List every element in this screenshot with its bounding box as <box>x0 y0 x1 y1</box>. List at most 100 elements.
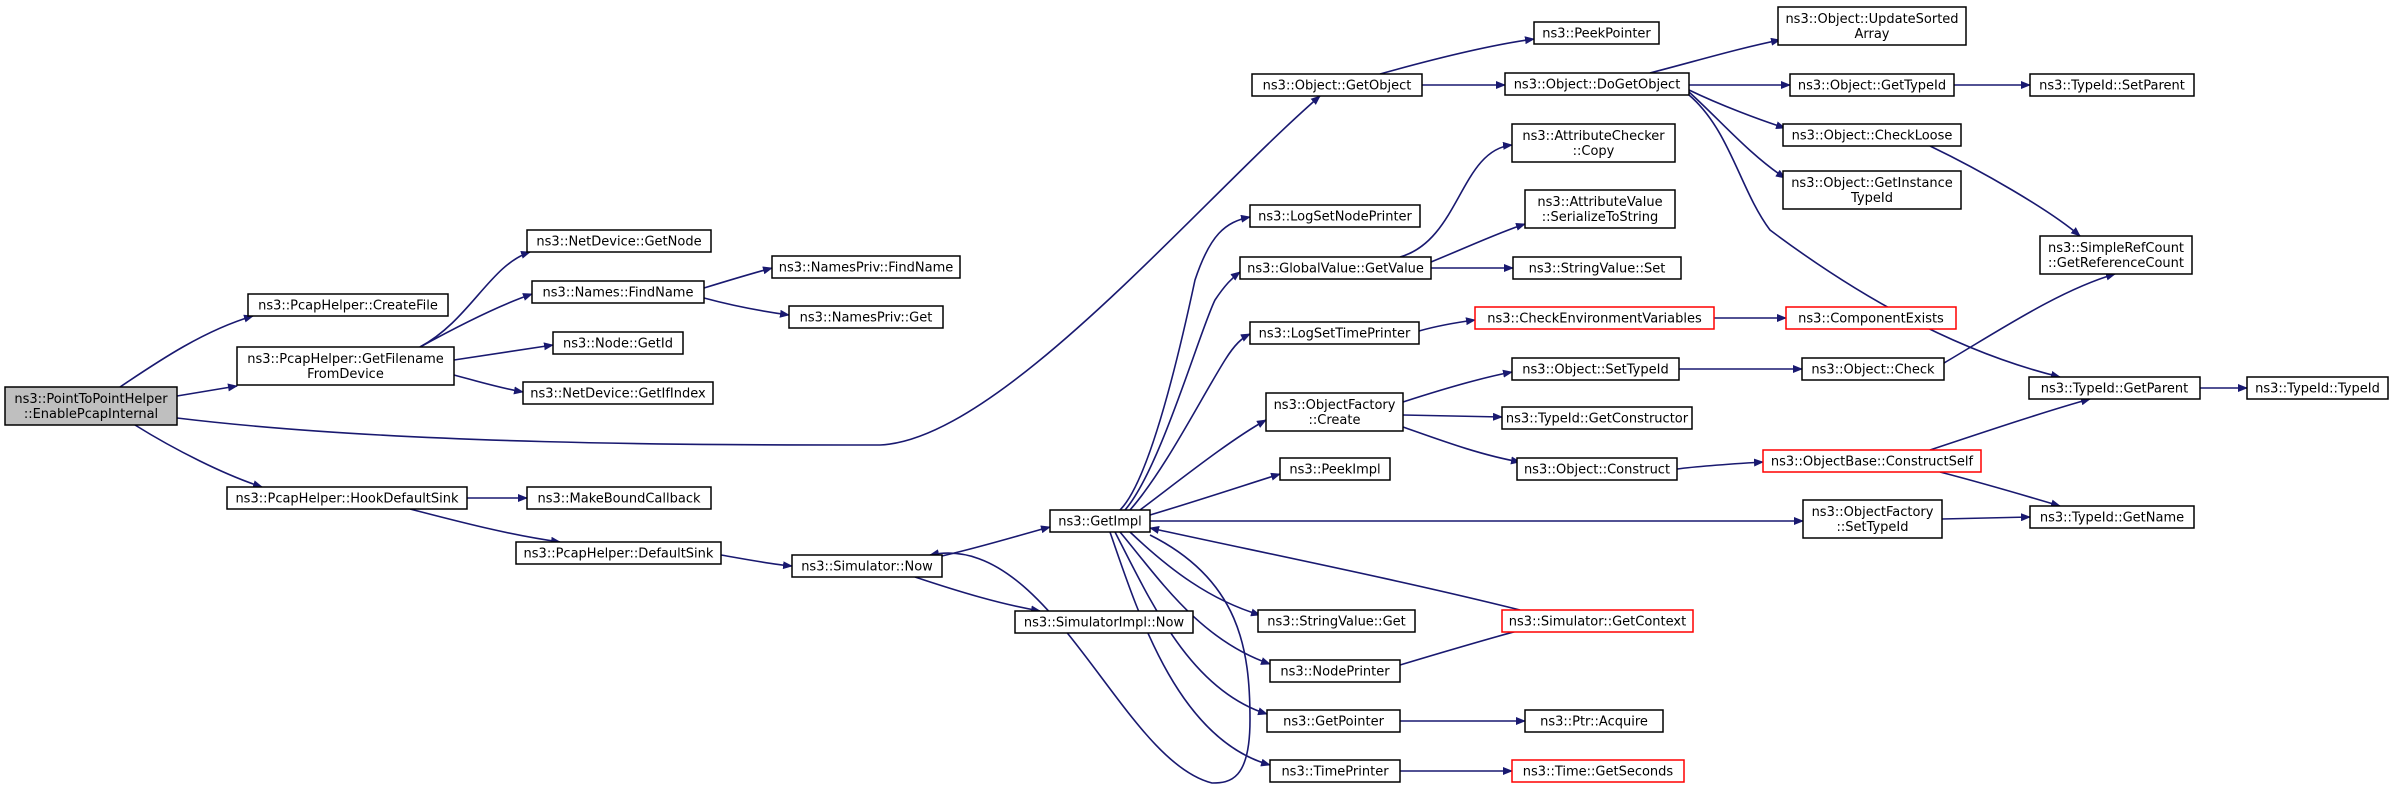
edge-getimpl-to-logsettimeprinter <box>1129 333 1251 511</box>
node-object_dogetobject[interactable]: ns3::Object::DoGetObject <box>1504 72 1690 96</box>
node-box <box>236 346 455 386</box>
node-label: ns3::Simulator::GetContext <box>1509 615 1686 630</box>
node-typeid_getname[interactable]: ns3::TypeId::GetName <box>2029 505 2195 529</box>
node-box <box>1249 204 1421 228</box>
node-box <box>526 486 712 510</box>
edge-getimpl-to-timeprinter <box>1109 531 1271 767</box>
node-namespriv_findname[interactable]: ns3::NamesPriv::FindName <box>771 255 961 279</box>
node-stringvalue_set[interactable]: ns3::StringValue::Set <box>1512 256 1682 280</box>
node-box <box>1511 123 1676 163</box>
node-box <box>226 486 468 510</box>
node-box <box>1269 659 1401 683</box>
node-label: ns3::Object::GetObject <box>1263 79 1412 94</box>
node-object_settypeid[interactable]: ns3::Object::SetTypeId <box>1511 357 1680 381</box>
node-logsetnodeprinter[interactable]: ns3::LogSetNodePrinter <box>1249 204 1421 228</box>
node-label: ns3::Time::GetSeconds <box>1523 765 1674 780</box>
edge-object_dogetobject-to-object_checkloose <box>1688 89 1786 130</box>
node-componentexists[interactable]: ns3::ComponentExists <box>1785 306 1957 330</box>
node-attributevalue_serialize[interactable]: ns3::AttributeValue::SerializeToString <box>1524 189 1676 229</box>
node-object_check[interactable]: ns3::Object::Check <box>1801 357 1945 381</box>
node-timeprinter[interactable]: ns3::TimePrinter <box>1269 759 1401 783</box>
node-ptr_acquire[interactable]: ns3::Ptr::Acquire <box>1524 709 1664 733</box>
node-simulator_now[interactable]: ns3::Simulator::Now <box>791 554 943 578</box>
node-label: ns3::PcapHelper::HookDefaultSink <box>235 492 459 507</box>
node-time_getseconds[interactable]: ns3::Time::GetSeconds <box>1511 759 1685 783</box>
node-simulator_getcontext[interactable]: ns3::Simulator::GetContext <box>1501 609 1694 633</box>
node-box <box>1266 709 1401 733</box>
node-object_checkloose[interactable]: ns3::Object::CheckLoose <box>1782 123 1962 147</box>
node-label: ns3::Object::Construct <box>1524 463 1670 478</box>
node-typeid_getparent[interactable]: ns3::TypeId::GetParent <box>2028 376 2201 400</box>
node-label: ns3::SimulatorImpl::Now <box>1024 616 1185 631</box>
node-makeboundcallback[interactable]: ns3::MakeBoundCallback <box>526 486 712 510</box>
node-box <box>1257 609 1416 633</box>
node-namespriv_get[interactable]: ns3::NamesPriv::Get <box>788 305 944 329</box>
node-hookdefaultsink[interactable]: ns3::PcapHelper::HookDefaultSink <box>226 486 468 510</box>
node-label: ns3::Object::DoGetObject <box>1514 78 1681 93</box>
node-label: ns3::TypeId::GetConstructor <box>1506 412 1689 427</box>
node-box <box>1777 6 1967 46</box>
node-label: ns3::CheckEnvironmentVariables <box>1487 312 1702 327</box>
node-box <box>247 293 449 317</box>
node-box <box>1512 256 1682 280</box>
node-label: ns3::Node::GetId <box>563 337 673 352</box>
node-peekimpl[interactable]: ns3::PeekImpl <box>1279 457 1391 481</box>
node-object_construct[interactable]: ns3::Object::Construct <box>1516 457 1678 481</box>
node-typeid_getconstructor[interactable]: ns3::TypeId::GetConstructor <box>1501 406 1693 430</box>
node-label: ns3::TypeId::TypeId <box>2255 382 2380 397</box>
node-getpointer[interactable]: ns3::GetPointer <box>1266 709 1401 733</box>
node-names_findname[interactable]: ns3::Names::FindName <box>531 280 705 304</box>
node-objectfactory_create[interactable]: ns3::ObjectFactory::Create <box>1265 392 1404 432</box>
node-box <box>771 255 961 279</box>
node-globalvalue_getvalue[interactable]: ns3::GlobalValue::GetValue <box>1239 256 1432 280</box>
node-attributechecker_copy[interactable]: ns3::AttributeChecker::Copy <box>1511 123 1676 163</box>
node-stringvalue_get[interactable]: ns3::StringValue::Get <box>1257 609 1416 633</box>
node-box <box>1014 610 1194 634</box>
node-checkenvvars[interactable]: ns3::CheckEnvironmentVariables <box>1474 306 1715 330</box>
node-logsettimeprinter[interactable]: ns3::LogSetTimePrinter <box>1249 321 1420 345</box>
node-node_getid[interactable]: ns3::Node::GetId <box>552 331 684 355</box>
node-objectbase_constructself[interactable]: ns3::ObjectBase::ConstructSelf <box>1762 449 1982 473</box>
edge-getimpl-to-stringvalue_get <box>1129 531 1261 617</box>
node-createfile[interactable]: ns3::PcapHelper::CreateFile <box>247 293 449 317</box>
node-simplerefcount[interactable]: ns3::SimpleRefCount::GetReferenceCount <box>2039 235 2193 275</box>
edge-objectfactory_create-to-typeid_getconstructor <box>1402 412 1503 421</box>
edge-object_check-to-simplerefcount <box>1943 272 2116 364</box>
node-typeid_setparent[interactable]: ns3::TypeId::SetParent <box>2029 73 2195 97</box>
node-label: ns3::Object::CheckLoose <box>1792 129 1953 144</box>
node-label: Array <box>1854 27 1889 42</box>
node-box <box>2029 505 2195 529</box>
node-getimpl[interactable]: ns3::GetImpl <box>1049 509 1151 533</box>
node-box <box>1501 609 1694 633</box>
node-nodeprinter[interactable]: ns3::NodePrinter <box>1269 659 1401 683</box>
node-box <box>1785 306 1957 330</box>
node-root[interactable]: ns3::PointToPointHelper::EnablePcapInter… <box>4 386 178 426</box>
edge-globalvalue_getvalue-to-attributevalue_serialize <box>1430 222 1526 263</box>
node-label: ns3::GetImpl <box>1058 515 1142 530</box>
node-peekpointer[interactable]: ns3::PeekPointer <box>1533 21 1660 45</box>
node-objectfactory_settypeid[interactable]: ns3::ObjectFactory::SetTypeId <box>1802 499 1943 539</box>
node-object_getobject[interactable]: ns3::Object::GetObject <box>1251 73 1423 97</box>
node-box <box>2028 376 2201 400</box>
edge-getfilename-to-names_findname <box>419 293 533 348</box>
node-label: ns3::PeekImpl <box>1289 463 1380 478</box>
node-box <box>1239 256 1432 280</box>
node-netdev_getnode[interactable]: ns3::NetDevice::GetNode <box>526 229 712 253</box>
edge-objectfactory_settypeid-to-typeid_getname <box>1941 513 2031 522</box>
edge-getimpl-to-globalvalue_getvalue <box>1124 271 1241 511</box>
node-typeid_typeid[interactable]: ns3::TypeId::TypeId <box>2246 376 2389 400</box>
node-box <box>788 305 944 329</box>
node-object_gettypeid[interactable]: ns3::Object::GetTypeId <box>1789 73 1955 97</box>
node-label: ns3::TypeId::SetParent <box>2039 79 2185 94</box>
node-label: ::EnablePcapInternal <box>24 407 158 422</box>
node-box <box>526 229 712 253</box>
node-simimpl_now[interactable]: ns3::SimulatorImpl::Now <box>1014 610 1194 634</box>
node-defaultsink[interactable]: ns3::PcapHelper::DefaultSink <box>515 541 722 565</box>
node-netdev_getifindex[interactable]: ns3::NetDevice::GetIfIndex <box>522 381 714 405</box>
edge-simulator_getcontext-to-getimpl <box>1149 526 1521 611</box>
node-label: ns3::AttributeChecker <box>1522 129 1665 144</box>
edge-getimpl-to-getpointer <box>1114 531 1268 716</box>
